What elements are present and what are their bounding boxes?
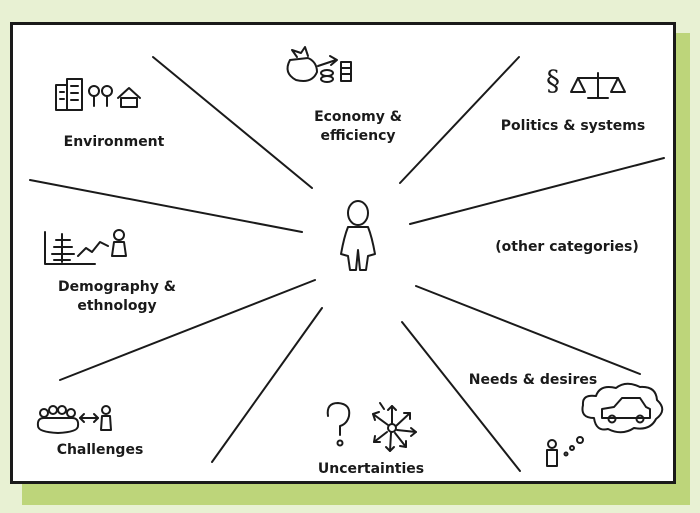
car-icon — [601, 397, 651, 424]
thought-bubble-icon — [563, 382, 664, 457]
paragraph-icon: § — [546, 64, 560, 97]
scatter-arrows-icon — [372, 402, 417, 452]
category-economy: Economy & efficiency — [308, 108, 408, 146]
trees-icon — [88, 85, 113, 107]
category-environment: Environment — [63, 134, 165, 150]
radial-line — [211, 307, 323, 463]
group-icon — [36, 405, 80, 434]
category-economy-line1: Economy & — [314, 109, 402, 125]
person-icon — [546, 439, 558, 467]
house-icon — [117, 87, 141, 108]
person-icon — [111, 229, 127, 257]
radial-line — [401, 321, 521, 472]
radial-line — [415, 285, 641, 375]
question-icon — [326, 402, 351, 447]
category-demography-line2: ethnology — [77, 298, 157, 314]
category-economy-line2: efficiency — [320, 128, 396, 144]
population-chart-icon — [44, 231, 109, 265]
category-uncertainties: Uncertainties — [317, 461, 425, 477]
person-icon — [340, 200, 376, 271]
radial-lines — [29, 56, 665, 472]
category-challenges: Challenges — [56, 442, 144, 458]
radial-line — [152, 56, 313, 189]
coins-icon — [320, 61, 352, 83]
category-politics: Politics & systems — [500, 118, 646, 134]
radial-line — [29, 179, 303, 233]
category-needs: Needs & desires — [468, 372, 598, 388]
category-demography: Demography & ethnology — [52, 278, 182, 316]
scales-icon — [570, 72, 626, 99]
building-icon — [55, 78, 83, 111]
radial-line — [409, 157, 665, 225]
category-other: (other categories) — [495, 239, 639, 255]
person-icon — [79, 405, 112, 431]
money-bag-icon — [286, 46, 338, 82]
radial-line — [399, 56, 520, 184]
category-demography-line1: Demography & — [58, 279, 176, 295]
radial-line — [59, 279, 316, 381]
